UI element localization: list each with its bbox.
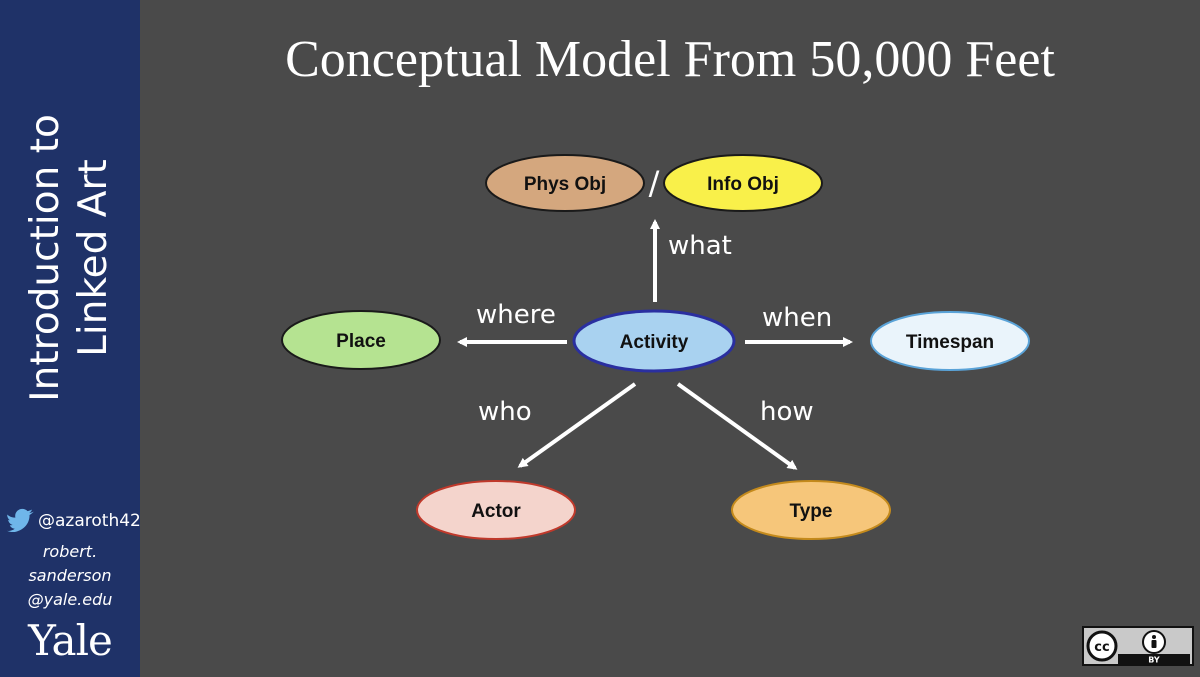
attribution-person-icon <box>1142 630 1166 654</box>
node-label-place: Place <box>336 331 386 352</box>
node-label-info-obj: Info Obj <box>707 174 779 195</box>
node-actor: Actor <box>416 480 576 540</box>
edge-how-arrow <box>676 382 798 470</box>
edge-label-how: how <box>760 397 814 427</box>
email-line-1: robert. <box>42 542 98 561</box>
node-info-obj: Info Obj <box>663 154 823 212</box>
node-type: Type <box>731 480 891 540</box>
node-label-type: Type <box>790 501 833 522</box>
license-badge-text: BY <box>1148 656 1160 665</box>
cc-by-license-badge[interactable]: cc BY <box>1082 626 1194 666</box>
node-timespan: Timespan <box>870 311 1030 371</box>
twitter-contact: @azaroth42 <box>6 508 141 534</box>
license-badge-graphic: cc BY <box>1086 630 1190 665</box>
sidebar: Introduction to Linked Art @azaroth42 ro… <box>0 0 141 677</box>
edge-label-what: what <box>668 231 732 261</box>
node-label-activity: Activity <box>620 332 689 353</box>
node-label-timespan: Timespan <box>906 332 994 353</box>
node-phys-obj: Phys Obj <box>485 154 645 212</box>
node-activity: Activity <box>572 309 736 373</box>
cc-icon: cc <box>1086 630 1118 662</box>
twitter-handle[interactable]: @azaroth42 <box>38 511 141 531</box>
node-label-phys-obj: Phys Obj <box>524 174 606 195</box>
yale-logo: Yale <box>28 616 113 665</box>
edge-label-where: where <box>476 300 556 330</box>
edge-label-who: who <box>478 397 532 427</box>
edge-label-when: when <box>762 303 832 333</box>
node-separator: / <box>649 164 660 202</box>
slide-title: Conceptual Model From 50,000 Feet <box>285 31 1055 88</box>
author-email: robert. sanderson @yale.edu <box>0 540 140 612</box>
svg-text:cc: cc <box>1094 640 1109 655</box>
node-label-actor: Actor <box>471 501 521 522</box>
edge-who-arrow <box>517 382 637 468</box>
email-line-2: sanderson <box>28 566 112 585</box>
email-line-3: @yale.edu <box>27 590 113 609</box>
twitter-bird-icon <box>7 508 34 533</box>
node-place: Place <box>281 310 441 370</box>
